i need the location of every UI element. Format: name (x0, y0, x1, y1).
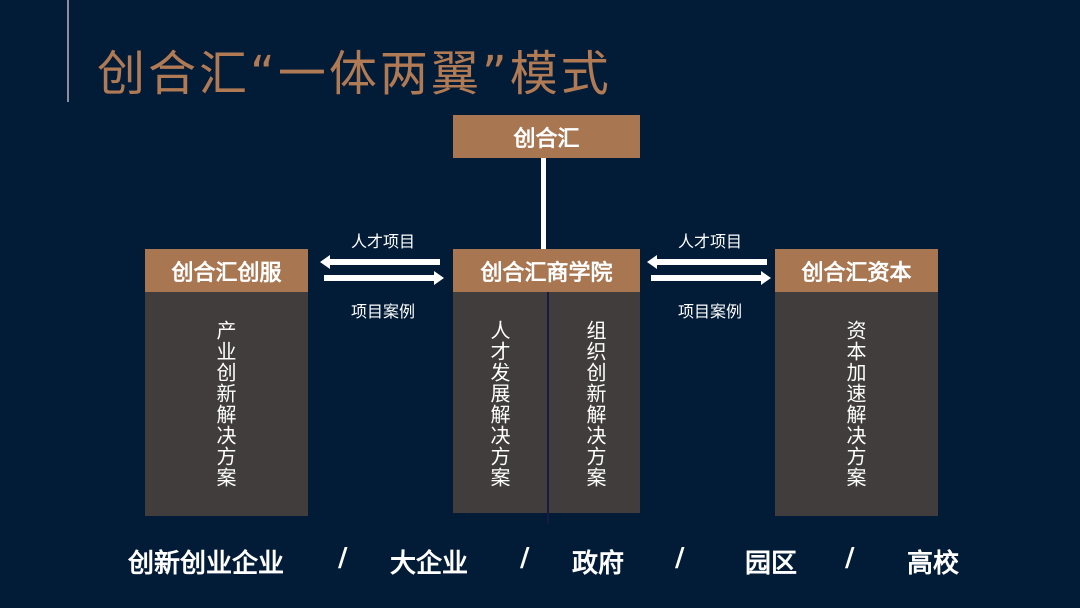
decorative-divider (67, 0, 69, 102)
audience-universities: 高校 (907, 549, 960, 579)
audience-parks: 园区 (745, 549, 798, 579)
top-box: 创合汇 (453, 115, 640, 158)
center-body-right-text: 组织创新解决方案 (583, 320, 607, 488)
right-arrow-top-label: 人才项目 (677, 232, 742, 251)
left-body: 产业创新解决方案 (145, 292, 308, 516)
separator: / (675, 543, 685, 573)
center-header: 创合汇商学院 (453, 249, 640, 292)
audience-government: 政府 (572, 549, 625, 579)
left-arrow-top-label: 人才项目 (350, 232, 415, 251)
right-header: 创合汇资本 (775, 249, 938, 292)
left-header: 创合汇创服 (145, 249, 308, 292)
separator: / (520, 543, 530, 573)
connector-line (541, 158, 546, 249)
separator: / (338, 543, 348, 573)
left-arrows-icon (320, 255, 444, 285)
center-body: 人才发展解决方案 组织创新解决方案 (453, 292, 640, 513)
right-body: 资本加速解决方案 (775, 292, 938, 516)
page-title: 创合汇“一体两翼”模式 (97, 46, 612, 102)
right-arrows-icon (647, 255, 771, 285)
separator: / (845, 543, 855, 573)
right-body-text: 资本加速解决方案 (843, 320, 867, 488)
right-arrow-bottom-label: 项目案例 (677, 302, 742, 321)
audience-large-enterprises: 大企业 (390, 549, 469, 579)
center-divider (547, 292, 549, 524)
center-body-left-text: 人才发展解决方案 (487, 320, 511, 488)
audience-startups: 创新创业企业 (128, 549, 285, 579)
left-arrow-bottom-label: 项目案例 (350, 302, 415, 321)
left-body-text: 产业创新解决方案 (213, 320, 237, 488)
